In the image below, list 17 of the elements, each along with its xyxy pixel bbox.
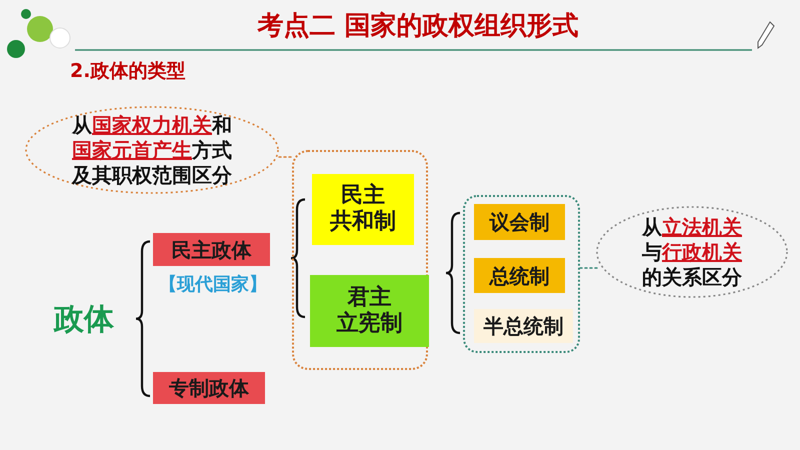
bubble-tail (579, 267, 598, 269)
label-box: 半总统制 (474, 309, 573, 343)
title: 考点二 国家的政权组织形式 (256, 10, 580, 43)
note-text: 【现代国家】 (158, 273, 268, 296)
dotted-group-box (292, 150, 428, 370)
dotted-group-box (463, 195, 580, 353)
bubble-tail (278, 156, 293, 158)
label-box: 专制政体 (153, 372, 265, 404)
speech-bubble: 从立法机关与行政机关的关系区分 (595, 205, 789, 299)
label-box: 君主立宪制 (310, 275, 429, 347)
speech-bubble: 从国家权力机关和国家元首产生方式及其职权范围区分 (24, 105, 280, 195)
label-box: 总统制 (474, 258, 565, 293)
section-heading: 2.政体的类型 (70, 59, 186, 84)
heading-text: 政体 (50, 298, 118, 342)
label-box: 民主共和制 (312, 174, 414, 245)
label-box: 议会制 (474, 204, 565, 240)
label-box: 民主政体 (153, 233, 270, 266)
